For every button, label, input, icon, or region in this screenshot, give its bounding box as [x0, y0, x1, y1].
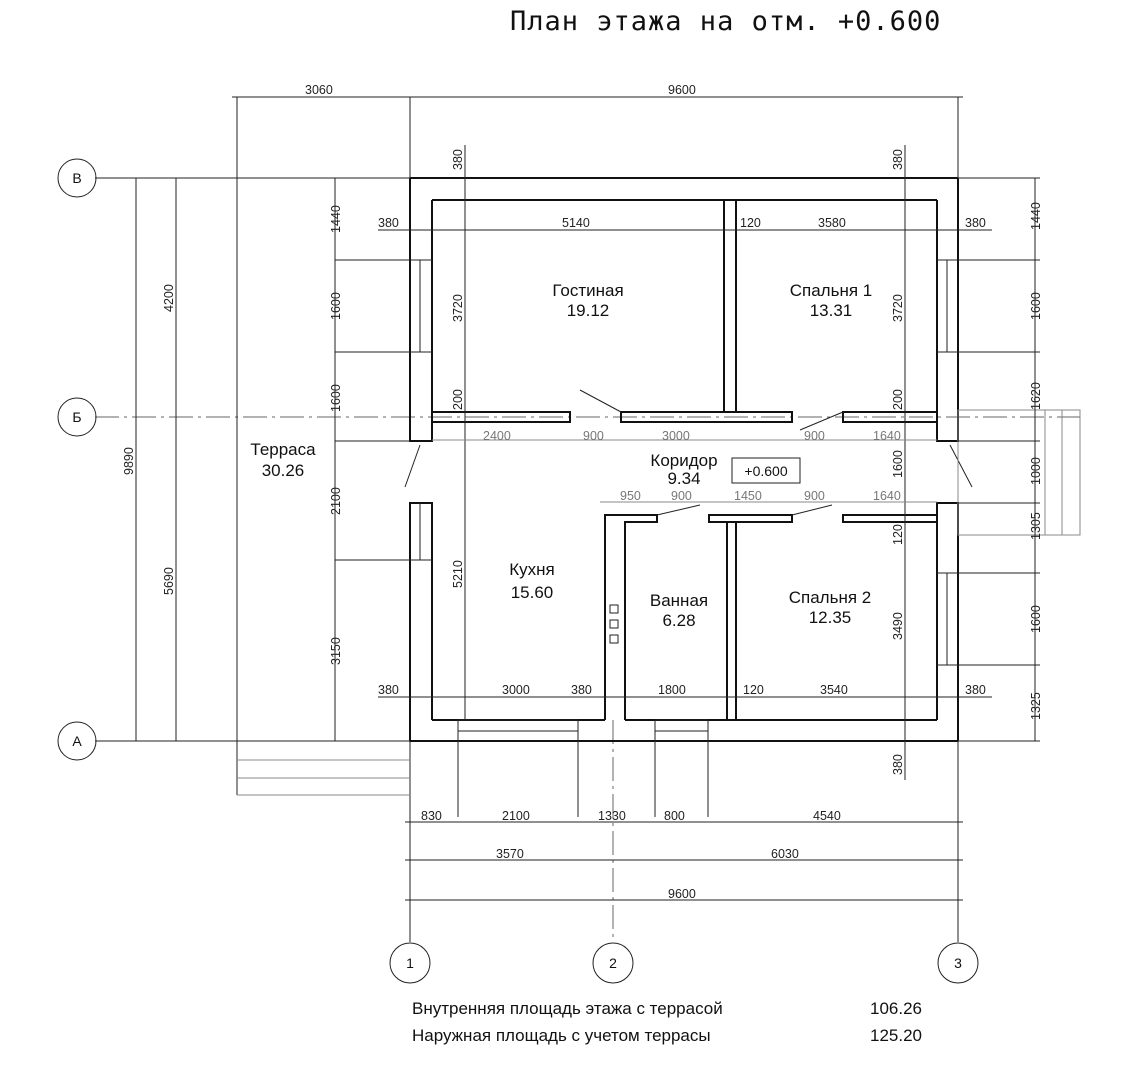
dim: 380	[891, 149, 905, 170]
axis-label-b: Б	[72, 409, 81, 425]
dim: 380	[965, 683, 986, 697]
dim: 1600	[1029, 605, 1043, 633]
dim: 3060	[305, 83, 333, 97]
dim: 2400	[483, 429, 511, 443]
room-name: Гостиная	[552, 281, 623, 300]
room-area: 9.34	[667, 469, 700, 488]
dim: 380	[378, 683, 399, 697]
dim: 1640	[873, 489, 901, 503]
dim: 1450	[734, 489, 762, 503]
room-area: 13.31	[810, 301, 853, 320]
dim: 380	[451, 149, 465, 170]
axis-label-1: 1	[406, 955, 414, 971]
dim: 1440	[329, 205, 343, 233]
dim: 830	[421, 809, 442, 823]
dim: 380	[378, 216, 399, 230]
dim: 5140	[562, 216, 590, 230]
dim: 120	[891, 524, 905, 545]
dim: 3150	[329, 637, 343, 665]
dim: 2100	[329, 487, 343, 515]
dim: 6030	[771, 847, 799, 861]
room-labels: Гостиная 19.12 Спальня 1 13.31 Терраса 3…	[250, 281, 872, 630]
dim: 5210	[451, 560, 465, 588]
room-name: Ванная	[650, 591, 708, 610]
level-mark: +0.600	[744, 463, 787, 479]
axis-label-a: А	[72, 733, 82, 749]
room-name: Коридор	[650, 451, 717, 470]
dim: 3000	[502, 683, 530, 697]
room-name: Спальня 2	[789, 588, 872, 607]
dim: 380	[965, 216, 986, 230]
axis-label-v: В	[72, 170, 81, 186]
dim: 1600	[329, 292, 343, 320]
dim: 3720	[451, 294, 465, 322]
room-area: 19.12	[567, 301, 610, 320]
dim: 1440	[1029, 202, 1043, 230]
dim: 4200	[162, 284, 176, 312]
dim: 1325	[1029, 692, 1043, 720]
dim: 1800	[658, 683, 686, 697]
dim: 120	[740, 216, 761, 230]
dim: 2100	[502, 809, 530, 823]
dim: 900	[804, 489, 825, 503]
dim: 3570	[496, 847, 524, 861]
summary-label: Внутренняя площадь этажа с террасой	[412, 999, 723, 1018]
dim: 3580	[818, 216, 846, 230]
dim: 380	[571, 683, 592, 697]
dim: 120	[743, 683, 764, 697]
dim: 3000	[662, 429, 690, 443]
dimension-labels: 3060 9600 380 5140 120 3580 380 2400 900…	[122, 83, 1043, 901]
dim: 1640	[873, 429, 901, 443]
dim: 1600	[891, 450, 905, 478]
room-area: 30.26	[262, 461, 305, 480]
dim: 800	[664, 809, 685, 823]
room-area: 6.28	[662, 611, 695, 630]
dim: 3490	[891, 612, 905, 640]
dim: 900	[804, 429, 825, 443]
dim: 5690	[162, 567, 176, 595]
room-name: Кухня	[509, 560, 555, 579]
dim: 4540	[813, 809, 841, 823]
terrace-outline	[236, 97, 1081, 817]
dim: 950	[620, 489, 641, 503]
summary-value: 106.26	[870, 999, 922, 1018]
area-summary: Внутренняя площадь этажа с террасой 106.…	[412, 999, 922, 1045]
dim: 1330	[598, 809, 626, 823]
axis-label-2: 2	[609, 955, 617, 971]
drawing-title: План этажа на отм. +0.600	[510, 6, 941, 37]
dim: 1600	[1029, 292, 1043, 320]
room-name: Терраса	[250, 440, 316, 459]
dim: 1620	[1029, 382, 1043, 410]
room-area: 12.35	[809, 608, 852, 627]
dim: 200	[451, 389, 465, 410]
dim: 900	[671, 489, 692, 503]
axis-label-3: 3	[954, 955, 962, 971]
dim: 3540	[820, 683, 848, 697]
room-area: 15.60	[511, 583, 554, 602]
dim: 9600	[668, 887, 696, 901]
dimension-lines	[135, 96, 1040, 905]
dim: 380	[891, 754, 905, 775]
dim: 9600	[668, 83, 696, 97]
room-name: Спальня 1	[790, 281, 873, 300]
dim: 9890	[122, 447, 136, 475]
dim: 200	[891, 389, 905, 410]
dim: 1305	[1029, 512, 1043, 540]
walls	[404, 177, 973, 742]
dim: 1000	[1029, 457, 1043, 485]
dim: 3720	[891, 294, 905, 322]
dim: 900	[583, 429, 604, 443]
summary-label: Наружная площадь с учетом террасы	[412, 1026, 711, 1045]
summary-value: 125.20	[870, 1026, 922, 1045]
dim: 1600	[329, 384, 343, 412]
